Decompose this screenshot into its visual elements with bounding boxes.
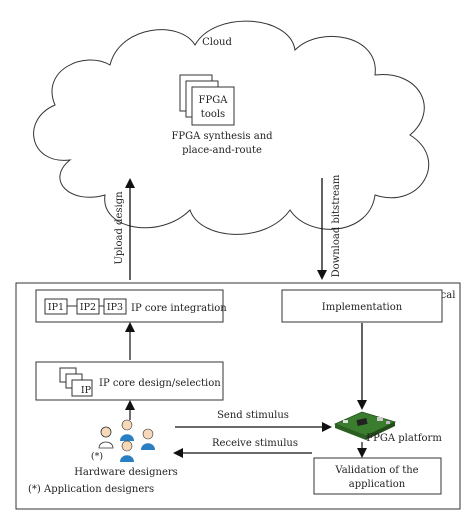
upload-label: Upload design [114, 191, 125, 265]
hardware-designers-label: Hardware designers [74, 467, 178, 478]
designer-female-icon [98, 426, 114, 449]
designer-male-icon-2 [141, 428, 155, 450]
ip3-label: IP3 [107, 302, 123, 313]
validation-label-1: Validation of the [334, 465, 418, 476]
fpga-tools-icon: FPGA tools [179, 74, 235, 126]
cloud-caption-1: FPGA synthesis and [171, 131, 273, 142]
cloud-caption-2: place-and-route [182, 145, 262, 156]
designers-group-icon [98, 419, 155, 462]
validation-label-2: application [349, 479, 406, 490]
validation-box: Validation of the application [313, 457, 442, 495]
ip-integration-box: IP1 IP2 IP3 IP core integration [35, 289, 227, 323]
download-label: Download bitstream [331, 174, 342, 277]
receive-stimulus-label: Receive stimulus [212, 438, 298, 449]
send-stimulus-label: Send stimulus [217, 410, 289, 421]
designer-male-icon-3 [120, 440, 134, 462]
ip1-label: IP1 [48, 302, 64, 313]
app-designers-note: (*) Application designers [28, 484, 154, 495]
designers-mark: (*) [91, 451, 103, 462]
ip3-chip [103, 298, 127, 315]
ip2-label: IP2 [80, 302, 96, 313]
ip-design-box: IP IP core design/selection [35, 361, 224, 401]
fpga-tools-label-2: tools [201, 109, 225, 120]
cloud-shape [33, 20, 430, 235]
fpga-platform-label: FPGA platform [366, 433, 442, 444]
fpga-board-icon [333, 411, 397, 440]
ip-design-chip-label: IP [81, 385, 92, 396]
designer-male-icon [120, 419, 134, 441]
ip-integration-label: IP core integration [131, 303, 227, 314]
ip-design-label: IP core design/selection [99, 378, 221, 389]
implementation-box: Implementation [281, 289, 443, 323]
fpga-tools-label-1: FPGA [199, 95, 229, 106]
cloud-label: Cloud [202, 37, 232, 48]
cloud: Cloud FPGA tools FPGA synthesis and plac… [33, 20, 430, 235]
implementation-label: Implementation [322, 302, 403, 313]
